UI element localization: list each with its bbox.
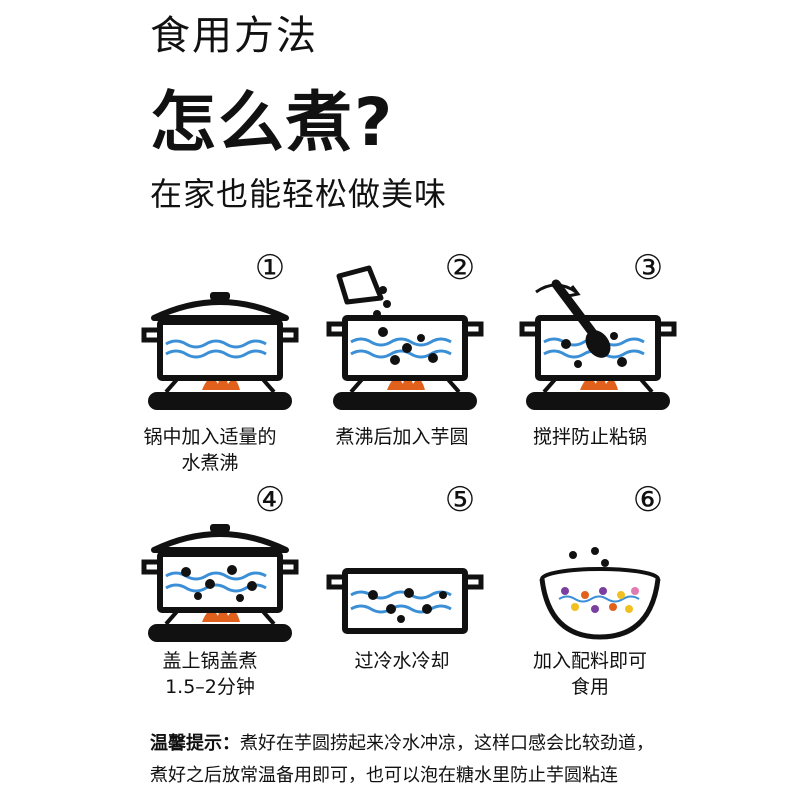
step-6-caption-line2: 食用 xyxy=(570,676,609,698)
tip-line1: 煮好在芋圆捞起来冷水冲凉，这样口感会比较劲道， xyxy=(240,733,654,754)
tip-note: 温馨提示：煮好在芋圆捞起来冷水冲凉，这样口感会比较劲道， 煮好之后放常温备用即可… xyxy=(150,728,800,792)
step-6-caption: 加入配料即可 食用 xyxy=(490,648,690,700)
step-2-caption-line1: 煮沸后加入芋圆 xyxy=(335,426,469,448)
step-3-caption: 搅拌防止粘锅 xyxy=(490,424,690,450)
step-3-pot-icon xyxy=(519,279,677,410)
tip-label: 温馨提示： xyxy=(150,733,240,754)
step-5-caption-line1: 过冷水冷却 xyxy=(354,650,450,672)
spoon-icon xyxy=(551,279,611,358)
step-1-number: ① xyxy=(254,248,286,288)
step-4-caption-line2: 1.5–2分钟 xyxy=(165,676,255,698)
step-4-caption-line1: 盖上锅盖煮 xyxy=(162,650,258,672)
page-subtitle: 在家也能轻松做美味 xyxy=(150,175,448,213)
step-3-number: ③ xyxy=(632,248,664,288)
step-6-caption-line1: 加入配料即可 xyxy=(532,650,647,672)
step-6-number: ⑥ xyxy=(632,480,664,520)
step-4-pot-icon xyxy=(141,524,299,642)
step-5-caption: 过冷水冷却 xyxy=(302,648,502,674)
step-1-caption-line1: 锅中加入适量的 xyxy=(143,426,277,448)
step-5-pot-icon xyxy=(326,568,484,634)
step-1-pot-icon xyxy=(141,292,299,410)
step-3-caption-line1: 搅拌防止粘锅 xyxy=(532,426,647,448)
step-2-caption: 煮沸后加入芋圆 xyxy=(302,424,502,450)
step-5-number: ⑤ xyxy=(444,480,476,520)
step-1-caption-line2: 水煮沸 xyxy=(181,452,239,474)
page-title: 怎么煮? xyxy=(150,84,395,161)
pouring-bowl-icon xyxy=(336,265,384,305)
page-title-small: 食用方法 xyxy=(150,13,318,59)
step-1-caption: 锅中加入适量的 水煮沸 xyxy=(110,424,310,476)
step-6-bowl-icon xyxy=(539,547,661,640)
step-4-number: ④ xyxy=(254,480,286,520)
step-2-number: ② xyxy=(444,248,476,288)
tip-line2: 煮好之后放常温备用即可，也可以泡在糖水里防止芋圆粘连 xyxy=(150,765,618,786)
step-4-caption: 盖上锅盖煮 1.5–2分钟 xyxy=(110,648,310,700)
step-2-pot-icon xyxy=(326,265,484,410)
